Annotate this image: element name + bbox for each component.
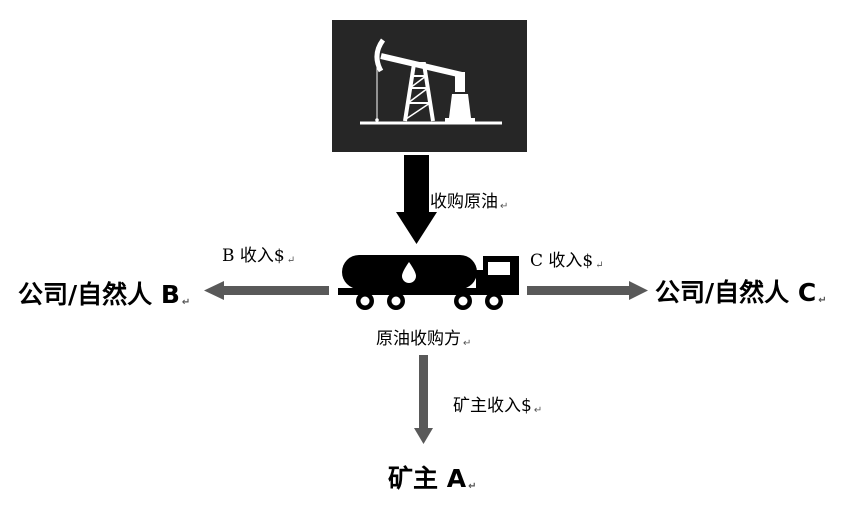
oil-pump-jack-icon xyxy=(360,38,502,125)
return-mark: ↵ xyxy=(181,297,191,308)
owner-income-label: 矿主收入$↵ xyxy=(453,396,542,421)
party-c-text: 公司/自然人 C xyxy=(655,278,817,307)
b-income-label: B 收入$↵ xyxy=(222,246,295,271)
party-b-text: 公司/自然人 B xyxy=(18,280,180,309)
purchase-arrow xyxy=(396,155,437,244)
purchase-crude-text: 收购原油 xyxy=(430,192,498,212)
return-mark: ↵ xyxy=(500,201,509,212)
arrow-to-b xyxy=(204,281,329,300)
return-mark: ↵ xyxy=(463,338,472,349)
return-mark: ↵ xyxy=(468,481,477,492)
return-mark: ↵ xyxy=(818,295,827,306)
return-mark: ↵ xyxy=(533,405,543,416)
owner-a-text: 矿主 A xyxy=(388,464,467,493)
buyer-label: 原油收购方↵ xyxy=(376,329,471,354)
owner-a-label: 矿主 A↵ xyxy=(388,464,476,502)
c-income-label: C 收入$↵ xyxy=(530,251,604,276)
party-b-label: 公司/自然人 B↵ xyxy=(18,280,190,318)
purchase-crude-label: 收购原油↵ xyxy=(430,192,508,217)
b-income-text: B 收入$ xyxy=(222,246,285,266)
party-c-label: 公司/自然人 C↵ xyxy=(655,278,827,316)
arrow-to-a xyxy=(414,355,433,444)
buyer-text: 原油收购方 xyxy=(376,329,461,349)
return-mark: ↵ xyxy=(286,255,296,266)
oil-well-panel xyxy=(332,20,527,152)
c-income-text: C 收入$ xyxy=(530,251,594,271)
owner-income-text: 矿主收入$ xyxy=(453,396,532,416)
arrow-to-c xyxy=(527,281,648,300)
oil-tanker-truck-icon xyxy=(338,255,519,310)
return-mark: ↵ xyxy=(595,260,604,271)
